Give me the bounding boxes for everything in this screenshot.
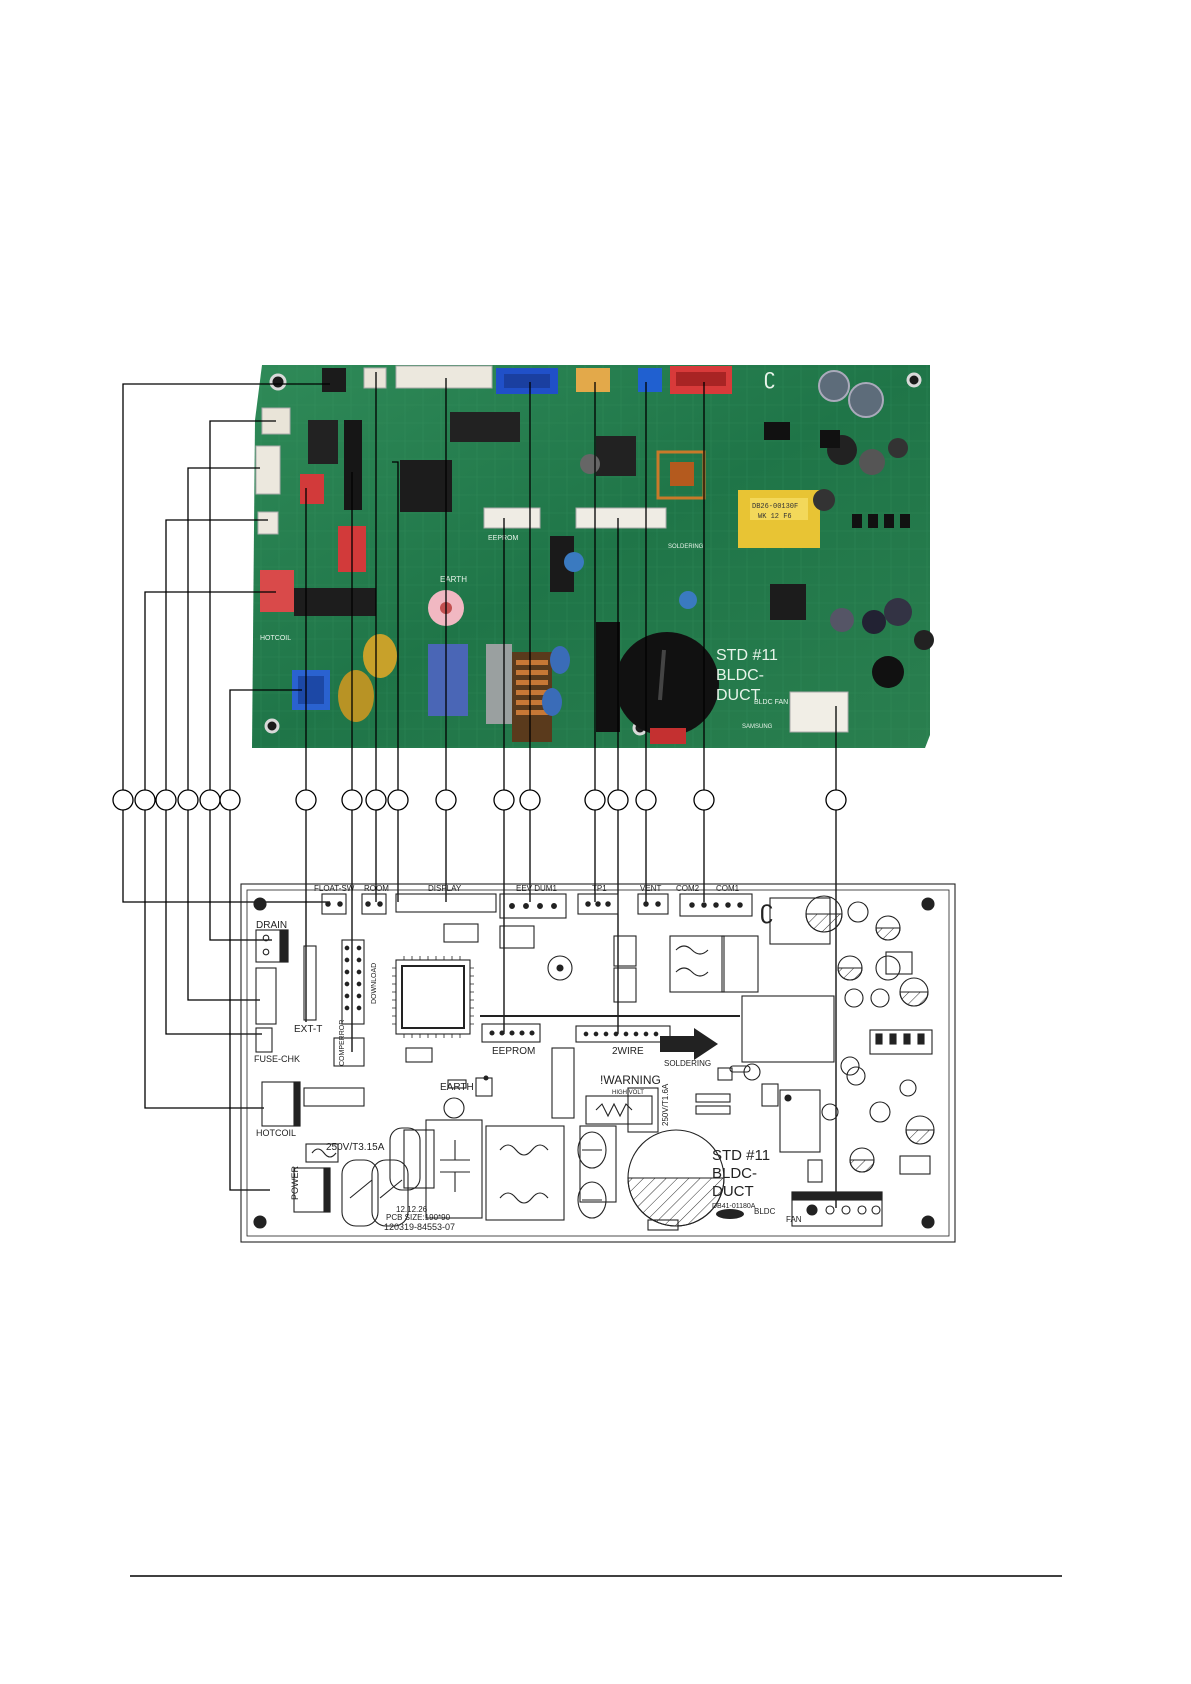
label-display: DISPLAY [428,884,462,893]
callout-10 [387,789,409,811]
callout-11 [435,789,457,811]
label-tp1: TP1 [592,884,607,893]
callout-9 [365,789,387,811]
callout-15 [607,789,629,811]
photo-eeprom-label: EEPROM [488,535,519,542]
photo-bldc-fan-label: BLDC FAN [754,699,788,706]
callout-7 [295,789,317,811]
label-part-no: DB41-01180A [712,1203,756,1210]
label-date: 12.12.26 [396,1205,428,1214]
callout-13 [519,789,541,811]
photo-earth-label: EARTH [440,575,467,584]
callout-12 [493,789,515,811]
callout-14 [584,789,606,811]
label-fuse-rating-2: 250V/T1.6A [661,1083,670,1126]
label-fan: FAN [786,1215,802,1224]
label-float-sw: FLOAT-SW [314,884,355,893]
callout-3 [155,789,177,811]
label-bldc: BLDC [754,1207,776,1216]
leader-lines [122,372,837,1208]
label-std: STD #11 [712,1147,770,1164]
label-fuse-rating: 250V/T3.15A [326,1142,385,1153]
callout-4 [177,789,199,811]
callout-5 [199,789,221,811]
label-power: POWER [290,1165,300,1200]
label-2wire: 2WIRE [612,1046,644,1057]
label-pcb-size: PCB SIZE:190*90 [386,1213,451,1222]
label-eev-dum1: EEV DUM1 [516,884,557,893]
samsung-swirl-logo: ʗ [760,894,773,924]
callout-8 [341,789,363,811]
label-fuse-chk: FUSE-CHK [254,1054,300,1064]
photo-transformer-label: DB26-00130F [752,503,798,511]
pcb-photo: HOTCOIL EEPROM SOLDERING EARTH [252,364,934,748]
label-model-line2: DUCT [712,1183,754,1200]
label-ext-t: EXT-T [294,1024,322,1035]
label-com2: COM2 [676,884,700,893]
callout-16 [635,789,657,811]
label-vent: VENT [640,884,661,893]
callout-6 [219,789,241,811]
photo-model-line2: DUCT [716,687,761,704]
label-earth: EARTH [440,1082,474,1093]
label-hotcoil: HOTCOIL [256,1128,296,1138]
photo-model-line1: BLDC- [716,667,764,684]
label-soldering: SOLDERING [664,1059,711,1068]
callout-circles [112,789,847,811]
callout-17 [693,789,715,811]
label-com1: COM1 [716,884,740,893]
label-room: ROOM [364,884,389,893]
photo-soldering-label: SOLDERING [668,544,704,550]
label-warning: !WARNING [600,1073,661,1087]
label-download: DOWNLOAD [371,963,378,1004]
label-serial: 120319-84553-07 [384,1222,455,1232]
label-high-volt: HIGH VOLT [612,1090,644,1096]
pcb-silkscreen [240,883,956,1243]
callout-2 [134,789,156,811]
photo-std-label: STD #11 [716,647,778,664]
samsung-logo-photo: ʗ [764,364,775,389]
label-model-line1: BLDC- [712,1165,757,1182]
samsung-logo-silkscreen [716,1209,744,1219]
label-drain: DRAIN [256,920,287,931]
photo-transformer-code: WK 12 F6 [758,513,792,521]
callout-1 [112,789,134,811]
photo-hotcoil-label: HOTCOIL [260,635,291,642]
label-eeprom: EEPROM [492,1046,535,1057]
float-sw-connector-photo [322,368,346,392]
photo-brand-label: SAMSUNG [742,724,773,730]
callout-18 [825,789,847,811]
silkscreen-labels: FLOAT-SW ROOM DISPLAY EEV DUM1 TP1 VENT … [254,884,802,1232]
label-comperror: COMPERROR [339,1020,346,1066]
